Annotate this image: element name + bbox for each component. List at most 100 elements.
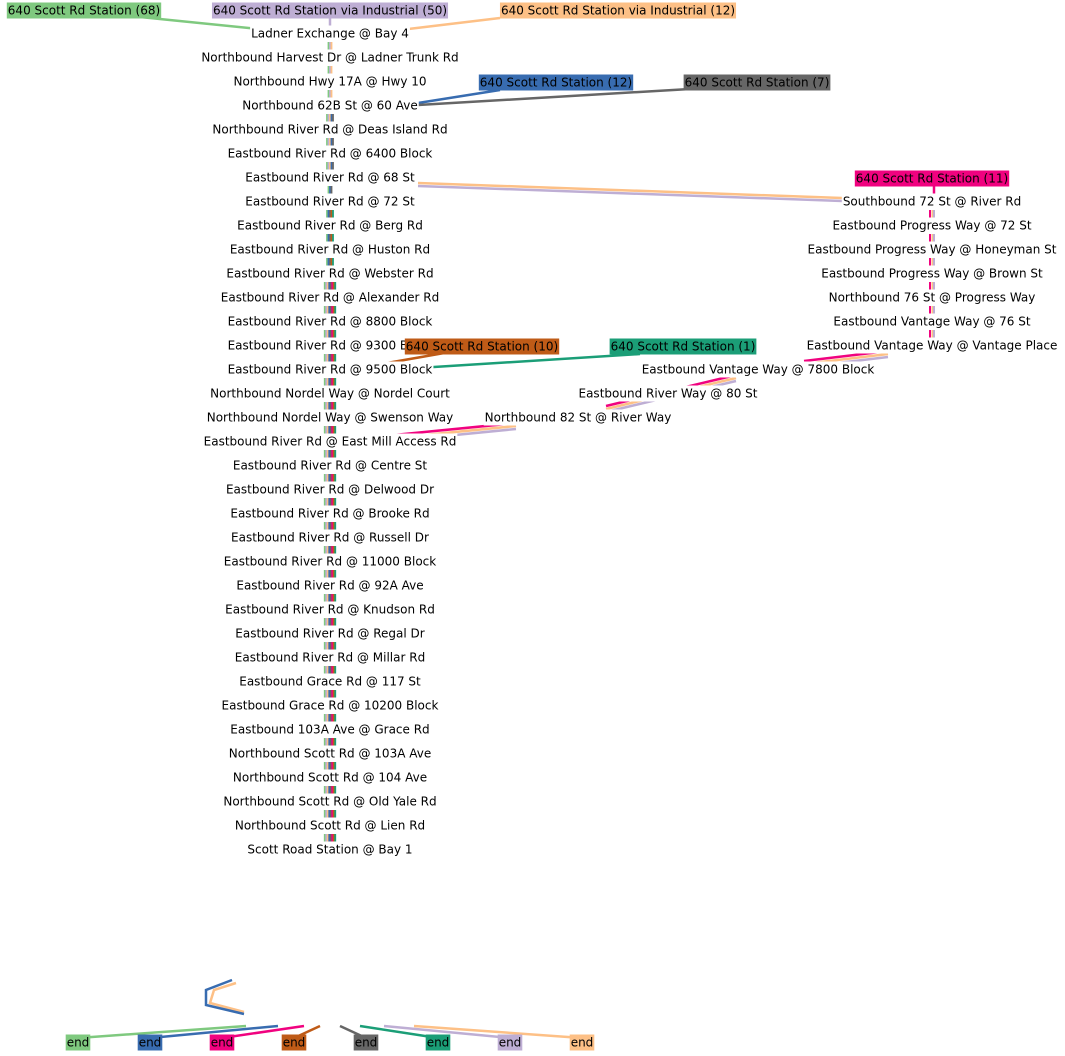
stop-label: Northbound Scott Rd @ Old Yale Rd [223, 795, 436, 809]
stop-label: Eastbound Grace Rd @ 10200 Block [222, 699, 439, 713]
stop-label: Eastbound River Rd @ Webster Rd [226, 267, 433, 281]
connector-loop-o [208, 981, 245, 1014]
stop-label-bg [232, 73, 428, 90]
stop-label: Northbound River Rd @ Deas Island Rd [212, 123, 447, 137]
stop-label: Eastbound River Rd @ 9300 Block [228, 339, 433, 353]
connector-g [139, 15, 269, 32]
stop-label-bg [228, 241, 432, 258]
stop-label-branch: Eastbound Vantage Way @ Vantage Place [807, 339, 1058, 353]
stop-label-bg [233, 649, 427, 666]
stop-label-bg [211, 121, 449, 138]
stop-label: Eastbound River Rd @ Centre St [233, 459, 428, 473]
connector-branch-o [417, 181, 843, 200]
route-label-b: 640 Scott Rd Station (12) [480, 76, 632, 90]
stop-label: Eastbound River Rd @ 11000 Block [224, 555, 436, 569]
route-label-g-bg [6, 2, 162, 19]
stop-label: Ladner Exchange @ Bay 4 [251, 27, 409, 41]
connector-layer [77, 15, 936, 1040]
end-label-k-bg [353, 1034, 379, 1051]
stop-label: Eastbound 103A Ave @ Grace Rd [230, 723, 429, 737]
end-label-g: end [67, 1036, 90, 1050]
connector-loop-b [204, 978, 245, 1016]
stop-label: Eastbound River Rd @ Delwood Dr [226, 483, 434, 497]
connector-end-t [359, 1024, 439, 1040]
stop-label-bg [225, 265, 435, 282]
stop-label: Northbound Scott Rd @ 104 Ave [233, 771, 427, 785]
stop-label: Northbound Nordel Way @ Swenson Way [207, 411, 454, 425]
route-label-r-bg [404, 338, 560, 355]
connector-end-m [221, 1024, 305, 1040]
stop-label: Eastbound River Rd @ Huston Rd [230, 243, 430, 257]
stop-label: Eastbound River Rd @ Millar Rd [235, 651, 425, 665]
trunk-layer [323, 42, 935, 842]
stop-label-bg [224, 481, 436, 498]
stop-label-bg [244, 193, 416, 210]
stop-label: Eastbound River Rd @ Brooke Rd [230, 507, 429, 521]
end-label-r-bg [281, 1034, 307, 1051]
stop-label-bg [224, 601, 436, 618]
stop-label: Eastbound River Rd @ Alexander Rd [221, 291, 439, 305]
stop-label-branch: Northbound 82 St @ River Way [485, 411, 672, 425]
stop-label-branch: Eastbound Progress Way @ Honeyman St [808, 243, 1057, 257]
stop-label: Northbound Nordel Way @ Nordel Court [210, 387, 450, 401]
end-label-t: end [427, 1036, 450, 1050]
stop-label-bg [231, 457, 429, 474]
stop-label: Northbound Hwy 17A @ Hwy 10 [233, 75, 426, 89]
stop-label-branch-bg [577, 385, 759, 402]
stop-label-bg [250, 25, 410, 42]
end-label-p-bg [497, 1034, 523, 1051]
stop-label-bg [236, 217, 424, 234]
stop-label-bg [230, 529, 431, 546]
stop-label-branch-bg [831, 217, 1033, 234]
stop-label-bg [229, 505, 431, 522]
end-label-m-bg [209, 1034, 235, 1051]
stop-label: Eastbound River Rd @ 8800 Block [228, 315, 433, 329]
stop-label-bg [238, 673, 423, 690]
stop-label: Eastbound River Rd @ Russell Dr [231, 531, 429, 545]
stop-label: Eastbound River Rd @ 72 St [245, 195, 415, 209]
route-label-m: 640 Scott Rd Station (11) [856, 172, 1008, 186]
connector-b [417, 88, 501, 105]
stop-label: Eastbound River Rd @ 92A Ave [236, 579, 423, 593]
route-label-t: 640 Scott Rd Station (1) [611, 340, 756, 354]
stop-label-branch-bg [832, 313, 1032, 330]
route-label-k-bg [683, 74, 831, 91]
stop-label-branch-bg [841, 193, 1023, 210]
stop-label-bg [234, 625, 426, 642]
stop-label-bg [220, 697, 440, 714]
stop-label: Northbound Scott Rd @ 103A Ave [229, 747, 431, 761]
stop-label-bg [202, 433, 458, 450]
stop-label-branch: Southbound 72 St @ River Rd [843, 195, 1021, 209]
end-label-g-bg [65, 1034, 91, 1051]
end-label-b-bg [137, 1034, 163, 1051]
stop-label-bg [209, 385, 452, 402]
route-label-k: 640 Scott Rd Station (7) [685, 76, 830, 90]
route-label-o: 640 Scott Rd Station via Industrial (12) [501, 4, 735, 18]
stop-label-branch: Eastbound Vantage Way @ 7800 Block [642, 363, 875, 377]
route-label-b-bg [478, 74, 634, 91]
stop-label-bg [244, 169, 416, 186]
stop-label-bg [219, 289, 441, 306]
stop-label-bg [246, 841, 414, 858]
end-label-m: end [211, 1036, 234, 1050]
connector-end-o [413, 1024, 583, 1040]
stop-label-bg [241, 97, 419, 114]
stop-label-bg [229, 721, 431, 738]
connector-end-p [383, 1024, 511, 1040]
route-label-p: 640 Scott Rd Station via Industrial (50) [213, 4, 447, 18]
stop-label: Eastbound River Rd @ Knudson Rd [225, 603, 435, 617]
stop-label: Eastbound River Rd @ 6400 Block [228, 147, 433, 161]
stop-label-bg [227, 745, 433, 762]
stop-label-bg [226, 313, 434, 330]
stop-label-branch-bg [827, 289, 1037, 306]
route-label-g: 640 Scott Rd Station (68) [8, 4, 160, 18]
connector-o [399, 16, 501, 32]
stop-label-branch: Eastbound Progress Way @ Brown St [821, 267, 1043, 281]
stop-label-bg [226, 145, 434, 162]
stop-label-branch-bg [820, 265, 1045, 282]
stop-label: Eastbound River Rd @ Berg Rd [237, 219, 423, 233]
stop-label-branch-bg [805, 337, 1059, 354]
stop-label: Eastbound River Rd @ East Mill Access Rd [204, 435, 457, 449]
end-label-b: end [139, 1036, 162, 1050]
